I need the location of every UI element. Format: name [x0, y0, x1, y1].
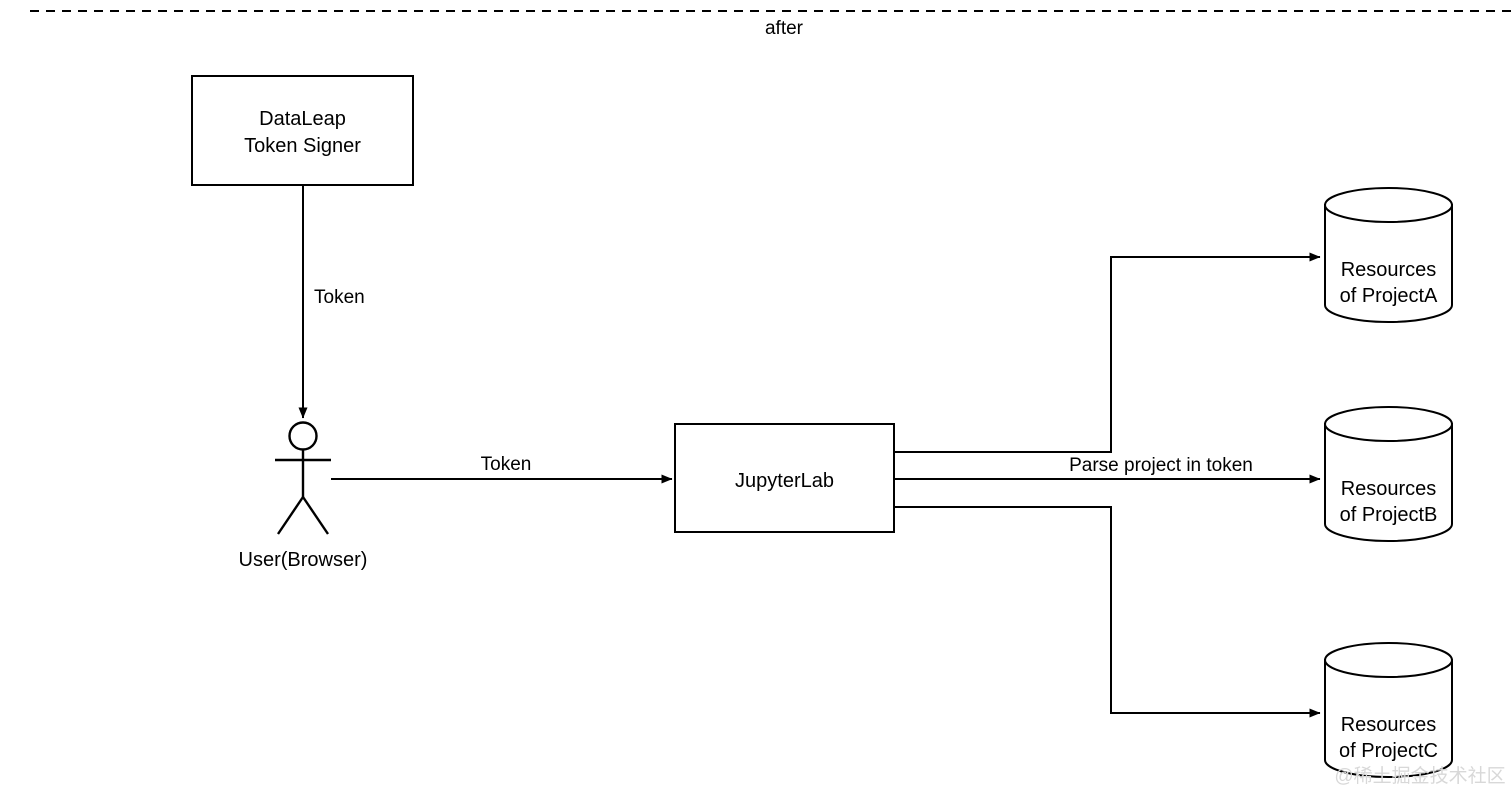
project-b-cylinder-body: [1324, 423, 1453, 542]
node-project-a-cylinder[interactable]: [1324, 187, 1453, 323]
node-user-label: User(Browser): [239, 549, 368, 571]
actor-head: [288, 421, 318, 451]
node-project-a-label-line1: Resources: [1341, 259, 1437, 281]
node-project-b-label-line2: of ProjectB: [1340, 504, 1438, 526]
node-token-signer-label-line2: Token Signer: [244, 135, 361, 157]
node-token-signer-box[interactable]: [191, 75, 414, 186]
edge-label-signer-to-user: Token: [314, 287, 365, 308]
actor-leg-right: [302, 496, 329, 535]
node-jupyterlab-label: JupyterLab: [735, 470, 834, 492]
node-jupyterlab-box[interactable]: [674, 423, 895, 533]
project-a-cylinder-top: [1324, 187, 1453, 223]
section-title: after: [765, 18, 804, 39]
node-user-actor[interactable]: [275, 421, 331, 535]
project-c-cylinder-top: [1324, 642, 1453, 678]
node-project-b-label-line1: Resources: [1341, 478, 1437, 500]
edge-label-parse-project-in-token: Parse project in token: [1069, 455, 1253, 476]
project-b-cylinder-top: [1324, 406, 1453, 442]
watermark: @稀土掘金技术社区: [1334, 765, 1505, 787]
node-project-b-cylinder[interactable]: [1324, 406, 1453, 542]
node-project-a-label-line2: of ProjectA: [1340, 285, 1438, 307]
project-c-cylinder-body: [1324, 659, 1453, 778]
node-project-c-label-line1: Resources: [1341, 714, 1437, 736]
node-token-signer-label-line1: DataLeap: [259, 108, 346, 130]
edge-jupyterlab-to-project-a[interactable]: [894, 252, 1321, 453]
edge-label-user-to-jupyterlab: Token: [481, 454, 532, 475]
project-a-cylinder-body: [1324, 204, 1453, 323]
node-project-c-cylinder[interactable]: [1324, 642, 1453, 778]
edge-jupyterlab-to-project-c[interactable]: [894, 506, 1321, 718]
node-project-c-label-line2: of ProjectC: [1339, 740, 1438, 762]
actor-leg-left: [277, 496, 304, 535]
